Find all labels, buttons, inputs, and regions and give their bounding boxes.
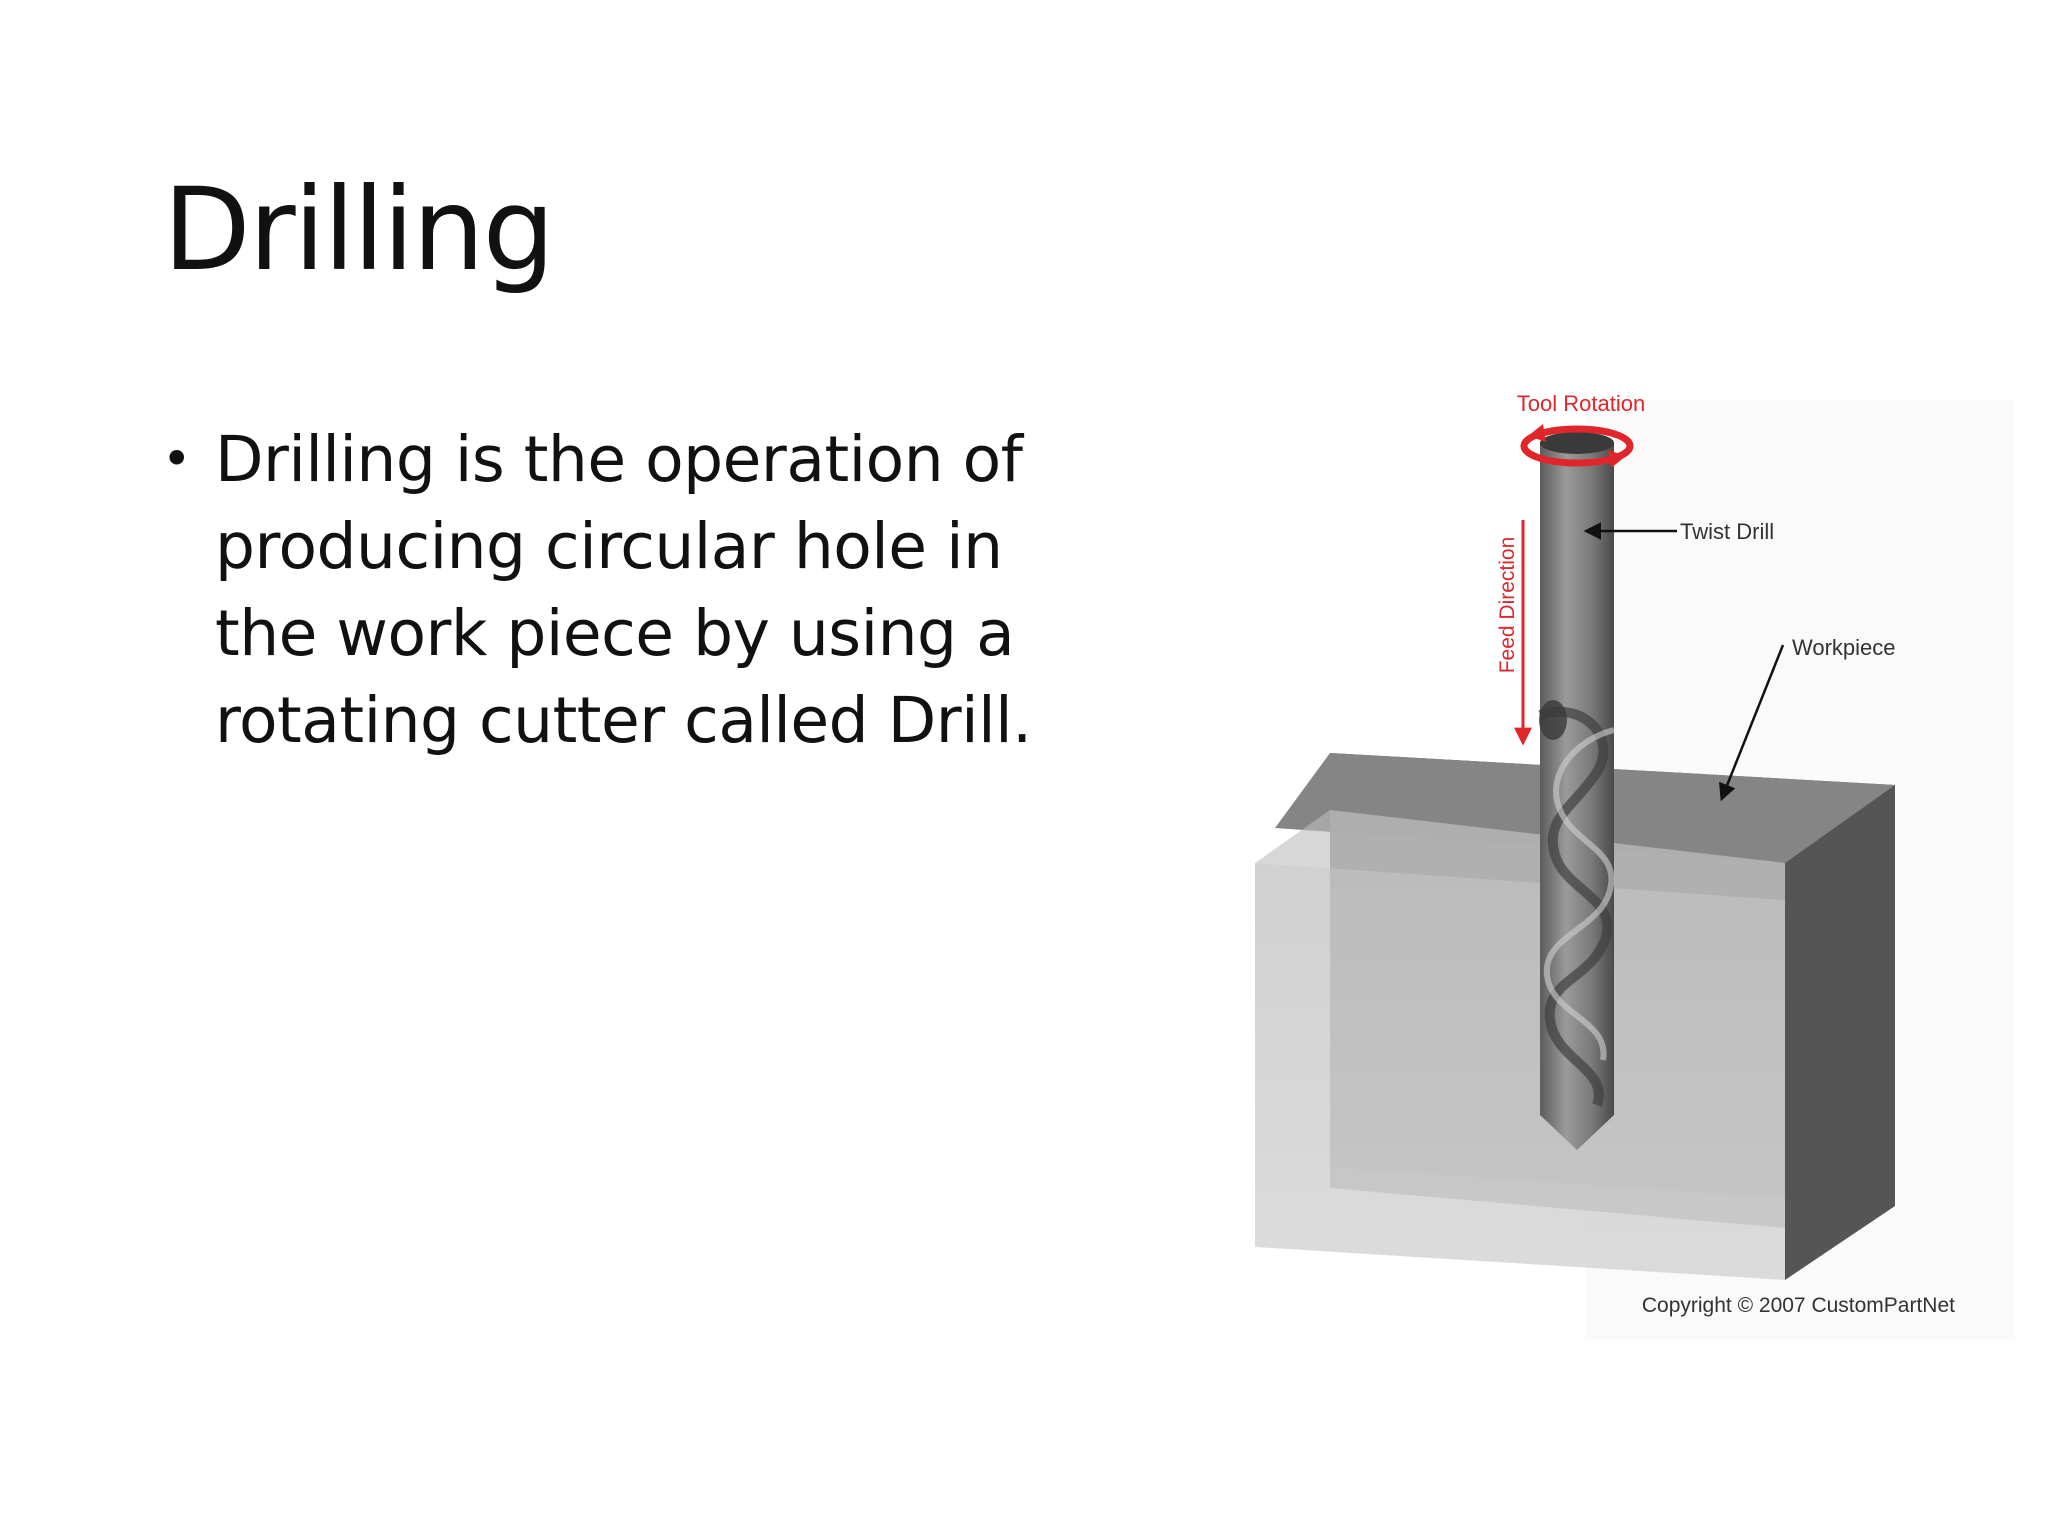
workpiece-pointer <box>1719 644 1785 802</box>
drill-flute-start <box>1539 700 1567 740</box>
workpiece-front-top <box>1255 810 1785 900</box>
bullet-line: producing circular hole in <box>215 510 1003 583</box>
drill-flute-2 <box>1543 727 1615 1061</box>
copyright-label: Copyright © 2007 CustomPartNet <box>1642 1294 1955 1317</box>
twist-drill-label: Twist Drill <box>1680 519 1774 544</box>
twist-drill <box>1538 432 1615 1150</box>
tool-rotation-arrow <box>1520 424 1634 468</box>
workpiece-label: Workpiece <box>1792 635 1896 660</box>
rotation-arrowhead-icon <box>1608 450 1626 468</box>
drilling-diagram: Tool Rotation Twist Drill Workpiece Feed… <box>1225 380 2015 1340</box>
tool-rotation-label: Tool Rotation <box>1517 391 1645 416</box>
bullet-line: the work piece by using a <box>215 597 1015 670</box>
drill-flute-1 <box>1538 706 1613 1107</box>
rotation-ring <box>1520 425 1634 467</box>
bullet-list: • Drilling is the operation of producing… <box>160 416 1120 764</box>
bullet-line: Drilling is the operation of <box>215 423 1023 496</box>
bullet-line: rotating cutter called Drill. <box>215 684 1032 757</box>
drill-top <box>1540 432 1614 454</box>
slide-title: Drilling <box>163 163 555 296</box>
feed-direction-label: Feed Direction <box>1496 537 1519 674</box>
workpiece-front-face <box>1255 863 1785 1280</box>
bullet-dot-icon: • <box>162 430 192 488</box>
drilling-diagram-svg: Tool Rotation Twist Drill Workpiece Feed… <box>1255 391 2015 1340</box>
drill-shank <box>1540 443 1614 703</box>
bullet-item: • Drilling is the operation of producing… <box>160 416 1120 764</box>
rotation-arrowhead-icon <box>1528 424 1546 442</box>
workpiece-side-face <box>1785 785 1895 1280</box>
